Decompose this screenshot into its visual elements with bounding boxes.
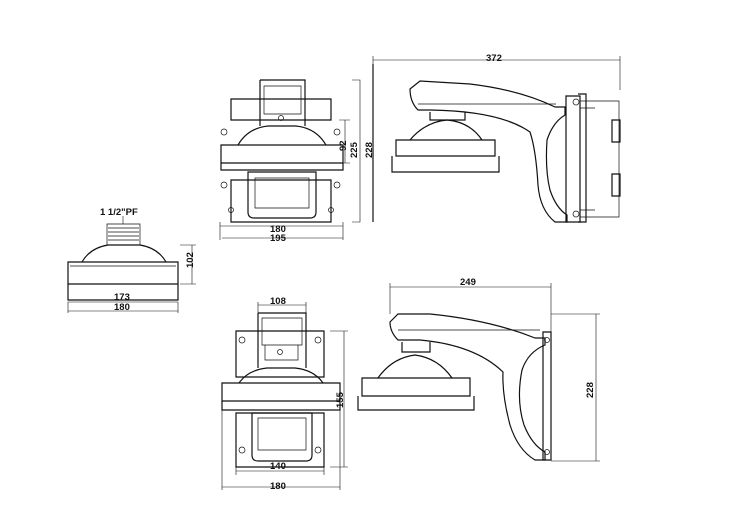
- front-width-label-1: 180: [270, 224, 286, 235]
- front-height-label-1: 92: [338, 140, 349, 151]
- front-width-label-2: 195: [270, 233, 287, 244]
- adapter-width-label-1: 173: [114, 292, 130, 303]
- thread-label: 1 1/2"PF: [100, 207, 138, 218]
- view-short-bracket-side: 249 228: [357, 277, 600, 462]
- short-side-height-label: 228: [585, 382, 596, 398]
- view-short-bracket-front: 108 155 140 180: [221, 296, 348, 492]
- front-height-label-2: 225: [349, 141, 360, 158]
- view-long-bracket-front: 180 195 92 225: [219, 79, 361, 244]
- short-width-label-2: 180: [270, 481, 286, 492]
- view-long-bracket-side: 372 228: [364, 53, 621, 223]
- short-width-label-1: 140: [270, 461, 286, 472]
- short-side-width-label: 249: [460, 277, 476, 288]
- side-height-label: 228: [364, 142, 375, 158]
- view-adapter-side: 1 1/2"PF 102 173 180: [67, 207, 196, 313]
- adapter-width-label-2: 180: [114, 302, 130, 313]
- adapter-height-label: 102: [185, 252, 196, 268]
- short-top-width-label: 108: [270, 296, 286, 307]
- side-width-label: 372: [486, 53, 502, 64]
- short-height-label: 155: [335, 391, 346, 408]
